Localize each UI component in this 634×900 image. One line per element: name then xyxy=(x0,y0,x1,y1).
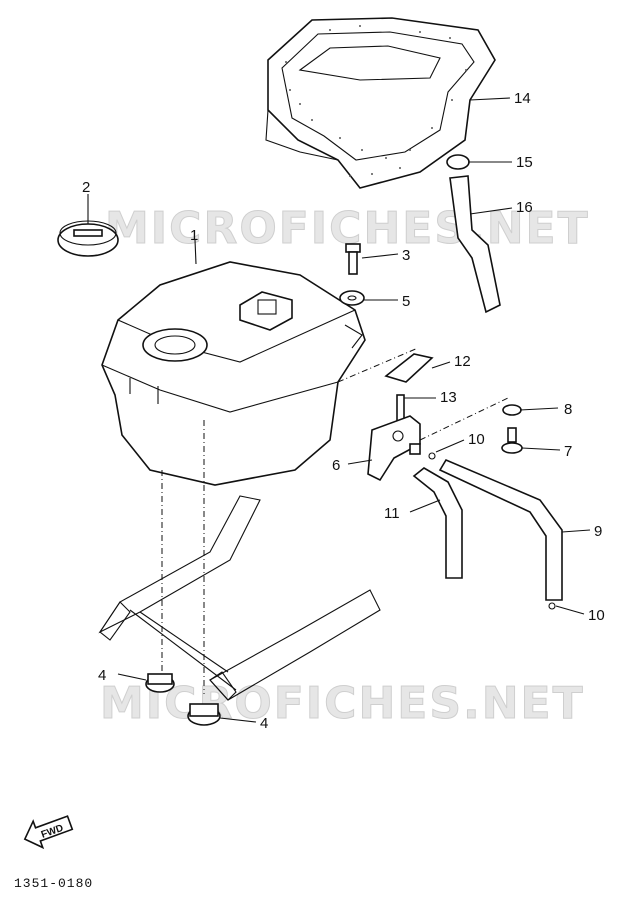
rubber-damper-a xyxy=(145,673,175,693)
leader-lines xyxy=(87,97,591,723)
callout-10b: 10 xyxy=(588,607,605,624)
callout-4b: 4 xyxy=(260,715,268,732)
diagram-code: 1351-0180 xyxy=(14,876,94,891)
bolt xyxy=(345,243,361,275)
alignment-line xyxy=(337,347,419,383)
hose-clip-lower xyxy=(548,602,556,610)
callout-3: 3 xyxy=(402,247,410,264)
callout-13: 13 xyxy=(440,389,457,406)
callout-7: 7 xyxy=(564,443,572,460)
callout-10a: 10 xyxy=(468,431,485,448)
rubber-damper-b xyxy=(187,703,221,726)
grommet xyxy=(446,154,470,170)
fuel-tank xyxy=(101,261,366,486)
fuel-cock xyxy=(367,415,421,482)
alignment-line xyxy=(419,397,509,441)
watermark-bottom: MICROFICHES.NET xyxy=(100,678,585,729)
washer-small xyxy=(502,404,522,416)
callout-16: 16 xyxy=(516,199,533,216)
callout-8: 8 xyxy=(564,401,572,418)
gasket xyxy=(384,353,434,383)
seat-tray-bracket xyxy=(265,17,496,189)
callout-12: 12 xyxy=(454,353,471,370)
callout-15: 15 xyxy=(516,154,533,171)
vacuum-hose xyxy=(438,458,563,601)
callout-14: 14 xyxy=(514,90,531,107)
hose-clip-upper xyxy=(428,452,436,460)
callout-4a: 4 xyxy=(98,667,106,684)
watermark-top: MICROFICHES.NET xyxy=(105,203,590,254)
callout-5: 5 xyxy=(402,293,410,310)
frame-section xyxy=(98,495,381,701)
breather-hose xyxy=(449,175,501,314)
screw xyxy=(501,427,523,454)
callout-2: 2 xyxy=(82,179,90,196)
forward-arrow: FWD xyxy=(23,815,74,850)
washer xyxy=(339,290,365,306)
callout-1: 1 xyxy=(190,227,198,244)
callout-6: 6 xyxy=(332,457,340,474)
callout-11: 11 xyxy=(384,505,400,522)
fuel-hose xyxy=(412,467,463,579)
callout-9: 9 xyxy=(594,523,602,540)
